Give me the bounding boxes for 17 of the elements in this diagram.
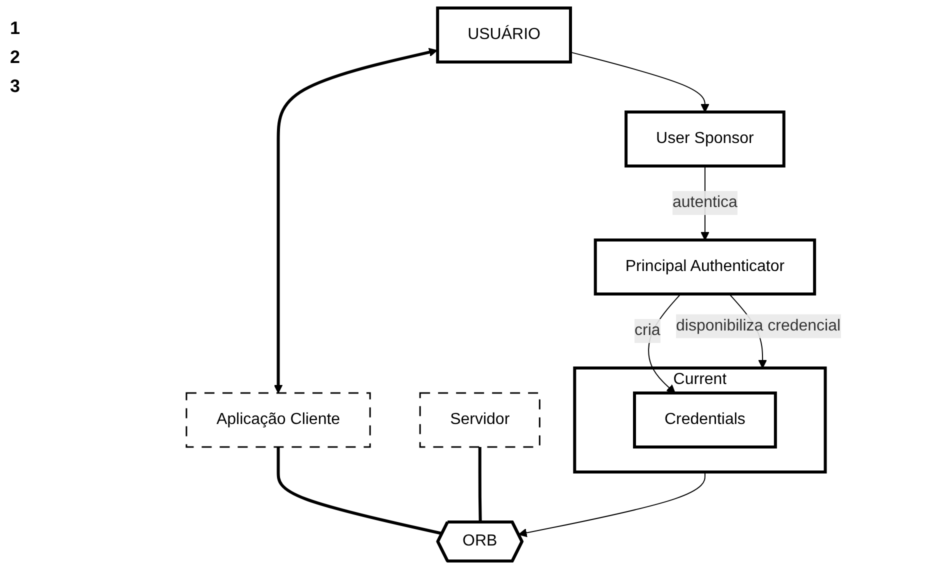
node-box: USUÁRIO [436, 6, 572, 64]
arrow [570, 52, 710, 112]
arrow [274, 48, 438, 394]
edge-label: cria [634, 322, 660, 339]
step-number: 1 [10, 18, 22, 39]
edge-label: autentica [672, 194, 738, 211]
connector [478, 447, 482, 523]
node-box: Principal Authenticator [594, 238, 816, 296]
step-number: 2 [10, 47, 22, 68]
step-number: 3 [10, 76, 22, 97]
node-box: Servidor [419, 392, 540, 448]
edge-label: disponibiliza credencial [676, 317, 841, 334]
node-box: Aplicação Cliente [186, 392, 371, 448]
node-box: Credentials [633, 392, 777, 448]
arrow [518, 472, 706, 538]
connector [276, 447, 443, 536]
node-box: User Sponsor [624, 110, 786, 168]
